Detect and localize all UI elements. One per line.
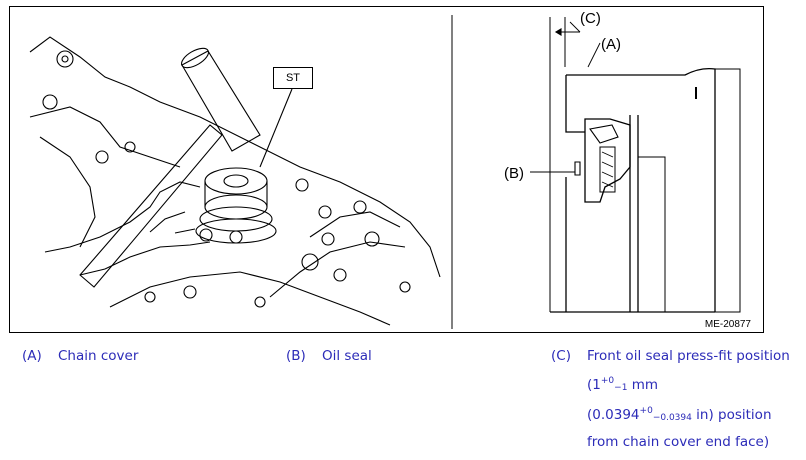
engine-drawing [29,15,741,329]
legend-key-a: (A) [22,348,42,364]
label-b: (B) [504,165,524,182]
legend-item-b: (B) Oil seal [286,348,372,364]
legend-item-c: (C) Front oil seal press-fit position [551,348,790,364]
label-a: (A) [601,36,621,53]
illustration-frame: ST (C) (A) (B) ME-20877 [9,6,764,333]
legend-c-last-line: from chain cover end face) [587,434,770,450]
legend-text-c: Front oil seal press-fit position [587,348,790,364]
special-tool-label: ST [273,67,313,89]
legend-text-a: Chain cover [58,348,139,364]
legend-text-b: Oil seal [322,348,372,364]
legend-c-tolerance-mm: (1+0−1 mm [587,376,659,393]
figure-id: ME-20877 [704,319,751,330]
label-c: (C) [580,10,601,27]
legend-key-b: (B) [286,348,306,364]
legend-key-c: (C) [551,348,571,364]
legend-item-a: (A) Chain cover [22,348,138,364]
legend-c-tolerance-in: (0.0394+0−0.0394 in) position [587,406,772,423]
